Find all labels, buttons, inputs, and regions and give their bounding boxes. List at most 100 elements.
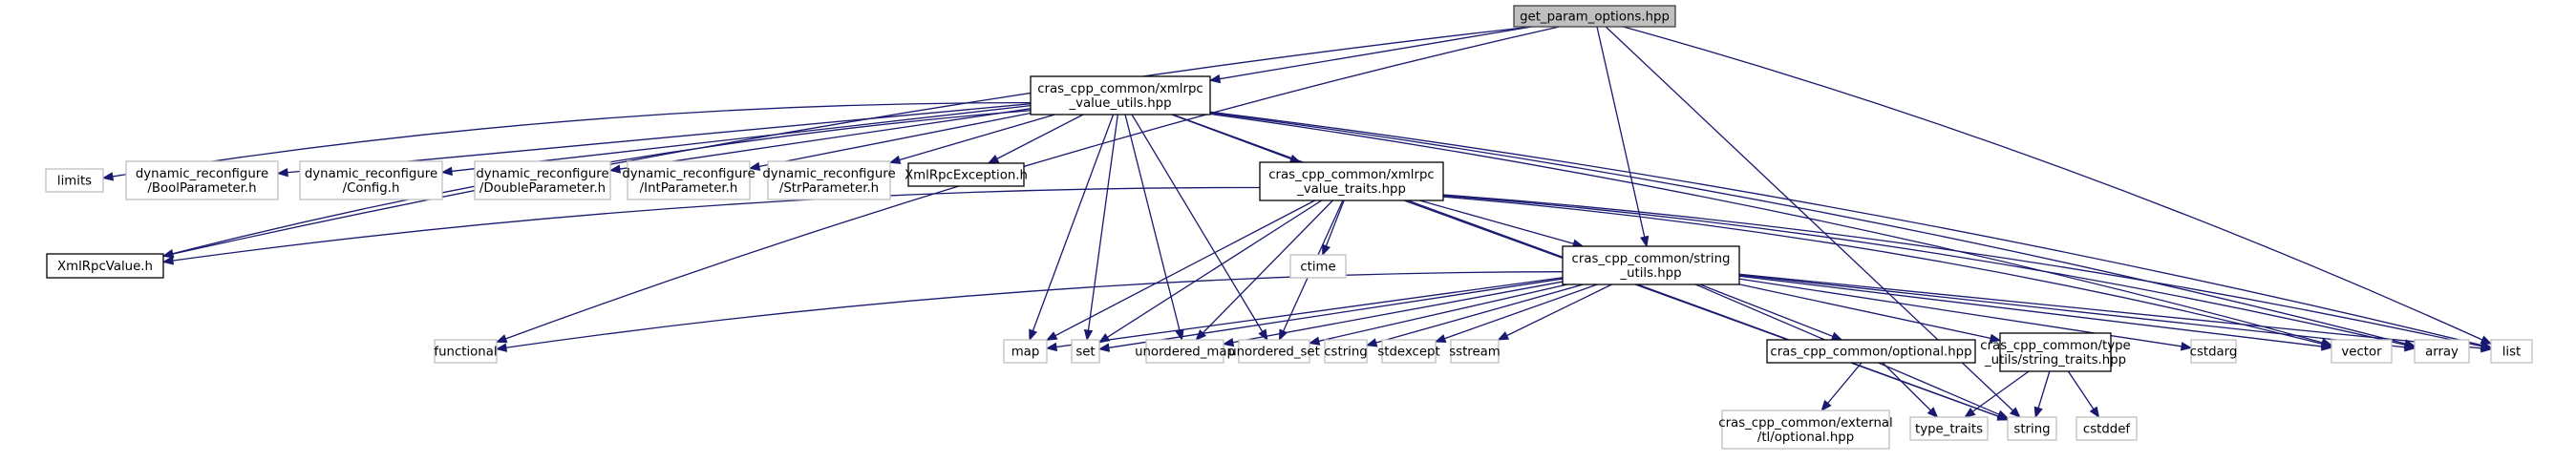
node-box (2076, 416, 2138, 441)
arrowhead-icon (2033, 406, 2043, 419)
node-box (2414, 339, 2470, 364)
node-label: /Config.h (343, 181, 400, 196)
node-root[interactable]: get_param_options.hpp (1513, 5, 1676, 28)
arrowhead-icon (1830, 331, 1843, 341)
node-label: functional (434, 346, 497, 360)
node-su[interactable]: cras_cpp_common/string_utils.hpp (1562, 245, 1740, 285)
nodes-layer: get_param_options.hpp cras_cpp_common/xml… (45, 5, 2533, 450)
node-label: string (2013, 423, 2050, 437)
node-label: /IntParameter.h (640, 181, 738, 196)
edge-vu-to-uset (1131, 114, 1268, 342)
node-label: vector (2341, 346, 2382, 360)
arrowhead-icon (2321, 342, 2333, 351)
edge-su-to-sstream (1497, 284, 1612, 341)
node-label: cstddef (2083, 423, 2131, 437)
edge-vu-to-set (1083, 114, 1118, 342)
node-label: dynamic_reconfigure (762, 167, 895, 181)
node-stdexcept: stdexcept (1377, 339, 1440, 364)
arrowhead-icon (161, 249, 175, 259)
node-box (1562, 245, 1740, 285)
node-vt[interactable]: cras_cpp_common/xmlrpc_value_traits.hpp (1259, 161, 1444, 201)
node-label: /tl/optional.hpp (1757, 430, 1854, 445)
node-label: cras_cpp_common/external (1718, 416, 1892, 430)
node-label: dynamic_reconfigure (305, 167, 437, 181)
node-label: /StrParameter.h (779, 181, 879, 196)
node-label: _utils.hpp (1619, 266, 1681, 281)
node-list: list (2490, 339, 2533, 364)
node-label: ctime (1300, 261, 1335, 275)
node-label: cstdarg (2190, 346, 2238, 360)
arrowhead-icon (495, 334, 508, 344)
arrowhead-icon (1927, 407, 1939, 418)
node-label: unordered_map (1135, 346, 1235, 360)
node-label: _value_traits.hpp (1296, 182, 1406, 197)
node-box (1450, 339, 1500, 364)
node-doublep: dynamic_reconfigure/DoubleParameter.h (474, 160, 611, 200)
node-label: limits (57, 175, 92, 189)
arrowhead-icon (1989, 333, 2002, 343)
node-box (1071, 339, 1100, 364)
edge-vu-to-limits (101, 101, 1032, 181)
node-functional: functional (434, 339, 498, 364)
node-label: dynamic_reconfigure (476, 167, 608, 181)
edge-vt-to-xval (161, 186, 1261, 265)
edge-vt-to-ctime (1322, 200, 1345, 257)
node-box (1766, 339, 1976, 364)
arrowhead-icon (987, 154, 1000, 164)
node-box (1999, 332, 2112, 372)
node-label: cras_cpp_common/string (1572, 252, 1731, 266)
node-box (474, 160, 611, 200)
node-vu[interactable]: cras_cpp_common/xmlrpc_value_utils.hpp (1030, 75, 1211, 116)
arrowhead-icon (1222, 337, 1235, 347)
node-xval[interactable]: XmlRpcValue.h (46, 253, 164, 279)
arrowhead-icon (1045, 342, 1058, 352)
node-cstdarg: cstdarg (2190, 339, 2238, 364)
node-tlopt: cras_cpp_common/external/tl/optional.hpp (1718, 410, 1893, 450)
node-box (1289, 254, 1347, 279)
edge-su-to-functional (495, 271, 1564, 352)
node-box (434, 339, 498, 364)
node-string: string (2007, 416, 2057, 441)
node-label: map (1011, 346, 1040, 360)
node-box (299, 160, 443, 200)
node-box (1513, 5, 1676, 28)
edge-vu-to-strp (888, 114, 1055, 164)
arrowhead-icon (888, 155, 902, 164)
arrowhead-icon (1820, 399, 1832, 412)
node-st[interactable]: cras_cpp_common/type_utils/string_traits… (1980, 332, 2131, 372)
edge-opt-to-tlopt (1820, 362, 1863, 412)
node-label: XmlRpcValue.h (57, 260, 153, 274)
edge-vu-to-map (1029, 114, 1115, 342)
edge-su-to-umap (1222, 281, 1564, 347)
arrowhead-icon (1278, 328, 1288, 342)
arrowhead-icon (1996, 410, 2010, 419)
node-opt[interactable]: cras_cpp_common/optional.hpp (1766, 339, 1976, 364)
arrowhead-icon (1640, 235, 1650, 248)
node-vector: vector (2331, 339, 2393, 364)
node-xexc[interactable]: XmlRpcException.h (905, 162, 1028, 187)
node-label: /DoubleParameter.h (479, 181, 606, 196)
edge-vu-to-xexc (987, 114, 1084, 164)
edge-root-to-su (1596, 26, 1650, 248)
edge-su-to-stdexcept (1434, 284, 1598, 344)
node-tt: type_traits (1909, 416, 1989, 441)
node-label: dynamic_reconfigure (622, 167, 755, 181)
node-label: get_param_options.hpp (1520, 10, 1670, 25)
node-label: type_traits (1915, 423, 1983, 437)
node-box (45, 168, 104, 193)
node-label: cras_cpp_common/optional.hpp (1770, 346, 1971, 360)
arrowhead-icon (1097, 343, 1111, 352)
node-intp: dynamic_reconfigure/IntParameter.h (622, 160, 756, 200)
node-box (767, 160, 891, 200)
arrowhead-icon (748, 161, 761, 172)
node-box (1721, 410, 1890, 450)
arrowhead-icon (1029, 328, 1038, 342)
arrowhead-icon (101, 172, 115, 181)
arrowhead-icon (440, 166, 453, 177)
edge-root-to-list (1623, 26, 2493, 345)
node-box (907, 162, 1025, 187)
arrowhead-icon (1045, 331, 1058, 341)
node-label: /BoolParameter.h (147, 181, 256, 196)
arrowhead-icon (1208, 74, 1222, 84)
